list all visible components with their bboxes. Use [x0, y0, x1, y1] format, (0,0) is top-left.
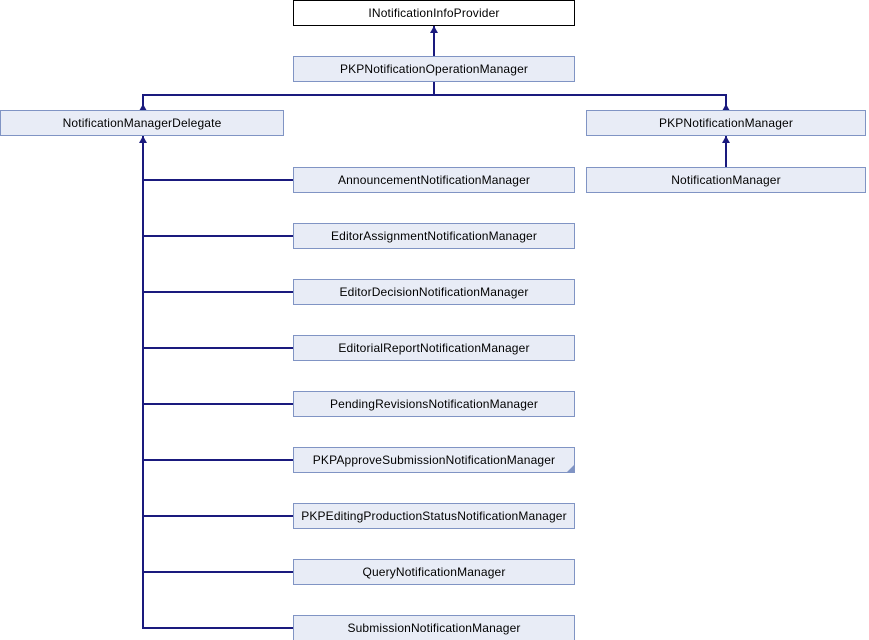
node-pkpnotificationoperationmanager[interactable]: PKPNotificationOperationManager [293, 56, 575, 82]
node-label: EditorialReportNotificationManager [338, 341, 530, 355]
edge-bus-row2 [142, 94, 727, 96]
node-child-8[interactable]: SubmissionNotificationManager [293, 615, 575, 640]
node-label: PKPNotificationManager [658, 116, 794, 130]
edge-operationmanager-to-interface [433, 26, 435, 56]
edge-connector-child [142, 235, 293, 237]
node-pkpnotificationmanager[interactable]: PKPNotificationManager [586, 110, 866, 136]
node-label: PKPEditingProductionStatusNotificationMa… [301, 509, 567, 523]
edge-connector-child [142, 459, 293, 461]
node-label: EditorDecisionNotificationManager [339, 285, 529, 299]
arrowhead-up-interface [430, 26, 438, 33]
node-label: NotificationManager [671, 173, 781, 187]
edge-connector-child [142, 347, 293, 349]
edge-drop-pkpnotificationmanager [725, 94, 727, 111]
node-inotificationinfoprovider[interactable]: INotificationInfoProvider [293, 0, 575, 26]
arrowhead-up-delegate-bottom [139, 136, 147, 143]
edge-connector-child [142, 627, 293, 629]
edge-stem-operationmanager [433, 82, 435, 95]
node-label: SubmissionNotificationManager [347, 621, 521, 635]
edge-trunk-delegate-children [142, 136, 144, 629]
arrowhead-up-pkpnotificationmanager-bottom [722, 136, 730, 143]
node-label: AnnouncementNotificationManager [337, 173, 531, 187]
node-notificationmanagerdelegate[interactable]: NotificationManagerDelegate [0, 110, 284, 136]
node-label: PKPNotificationOperationManager [339, 62, 529, 76]
node-label: PendingRevisionsNotificationManager [329, 397, 539, 411]
arrowhead-up-pkpnotificationmanager-top [722, 104, 730, 111]
node-label: NotificationManagerDelegate [62, 116, 222, 130]
node-label: INotificationInfoProvider [368, 6, 500, 20]
edge-notificationmanager-to-parent [725, 136, 727, 167]
edge-connector-child [142, 571, 293, 573]
node-label: EditorAssignmentNotificationManager [330, 229, 537, 243]
node-child-5[interactable]: PKPApproveSubmissionNotificationManager [293, 447, 575, 473]
node-label: PKPApproveSubmissionNotificationManager [312, 453, 556, 467]
edge-connector-child [142, 515, 293, 517]
node-child-0[interactable]: AnnouncementNotificationManager [293, 167, 575, 193]
node-child-7[interactable]: QueryNotificationManager [293, 559, 575, 585]
node-label: QueryNotificationManager [362, 565, 506, 579]
edge-connector-child [142, 403, 293, 405]
node-notificationmanager[interactable]: NotificationManager [586, 167, 866, 193]
node-child-6[interactable]: PKPEditingProductionStatusNotificationMa… [293, 503, 575, 529]
node-child-4[interactable]: PendingRevisionsNotificationManager [293, 391, 575, 417]
node-child-1[interactable]: EditorAssignmentNotificationManager [293, 223, 575, 249]
edge-connector-child [142, 291, 293, 293]
edge-drop-delegate [142, 94, 144, 111]
collapsed-corner-icon [566, 464, 575, 473]
edge-connector-child [142, 179, 293, 181]
node-child-2[interactable]: EditorDecisionNotificationManager [293, 279, 575, 305]
node-child-3[interactable]: EditorialReportNotificationManager [293, 335, 575, 361]
arrowhead-up-delegate-top [139, 104, 147, 111]
